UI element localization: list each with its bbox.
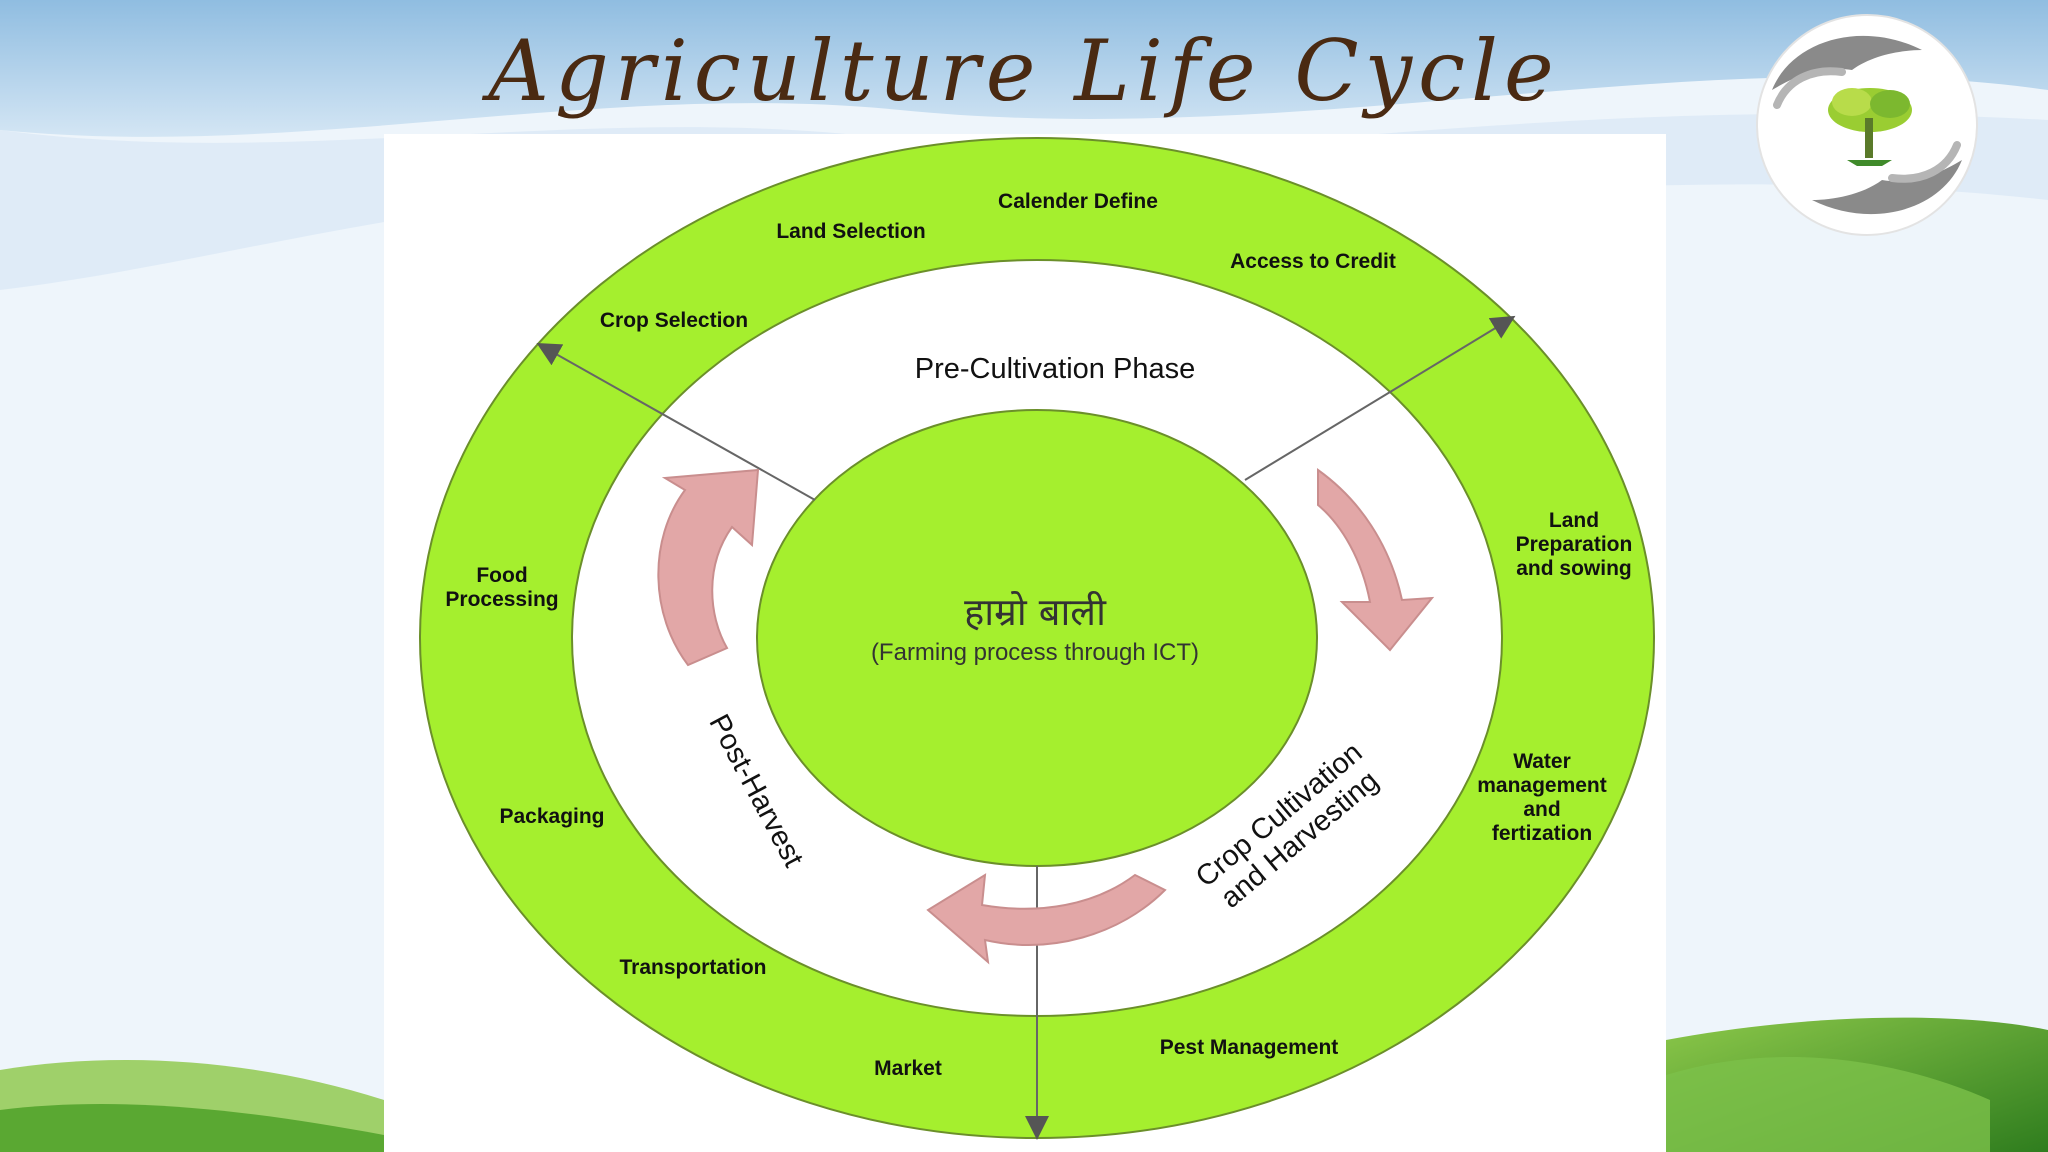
phase-pre-cultivation: Pre-Cultivation Phase (915, 353, 1195, 385)
center-title: हाम्रो बाली (964, 590, 1107, 634)
stage-market: Market (874, 1057, 942, 1080)
stage-packaging: Packaging (499, 805, 604, 828)
stage-transportation: Transportation (619, 956, 766, 979)
stage-land-preparation-line1: Land (1549, 509, 1599, 532)
hill-left-dark (0, 1104, 384, 1152)
stage-food-processing-line1: Food (476, 564, 527, 587)
stage-crop-selection: Crop Selection (600, 309, 748, 332)
stage-water-management-line1: Water (1513, 750, 1571, 773)
center-circle (756, 409, 1318, 867)
stage-access-to-credit: Access to Credit (1230, 250, 1396, 273)
stage-calender-define: Calender Define (998, 190, 1158, 213)
stage-water-management-line2: management (1477, 774, 1607, 797)
cycle-arrow-left (657, 468, 760, 667)
divider-arrow-top-right (1244, 315, 1516, 481)
stage-land-preparation-line3: and sowing (1516, 557, 1632, 580)
stage-land-preparation-line2: Preparation (1516, 533, 1633, 556)
cycle-arrow-bottom (926, 873, 1167, 965)
life-cycle-diagram: हाम्रो बाली (Farming process through ICT… (419, 137, 1655, 1140)
slide-title: Agriculture Life Cycle (488, 22, 1560, 120)
stage-food-processing-line2: Processing (445, 588, 558, 611)
tree-in-hands-icon (1756, 14, 1978, 236)
stage-water-management-line3: and (1523, 798, 1560, 821)
hill-right-light (1666, 1056, 1990, 1152)
stage-pest-management: Pest Management (1160, 1036, 1339, 1059)
center-subtitle: (Farming process through ICT) (871, 639, 1199, 666)
stage-water-management-line4: fertization (1492, 822, 1592, 845)
stage-land-selection: Land Selection (776, 220, 925, 243)
cycle-arrow-right (1317, 468, 1435, 652)
sky-wave (0, 0, 2048, 137)
divider-arrow-top-left (536, 343, 816, 501)
